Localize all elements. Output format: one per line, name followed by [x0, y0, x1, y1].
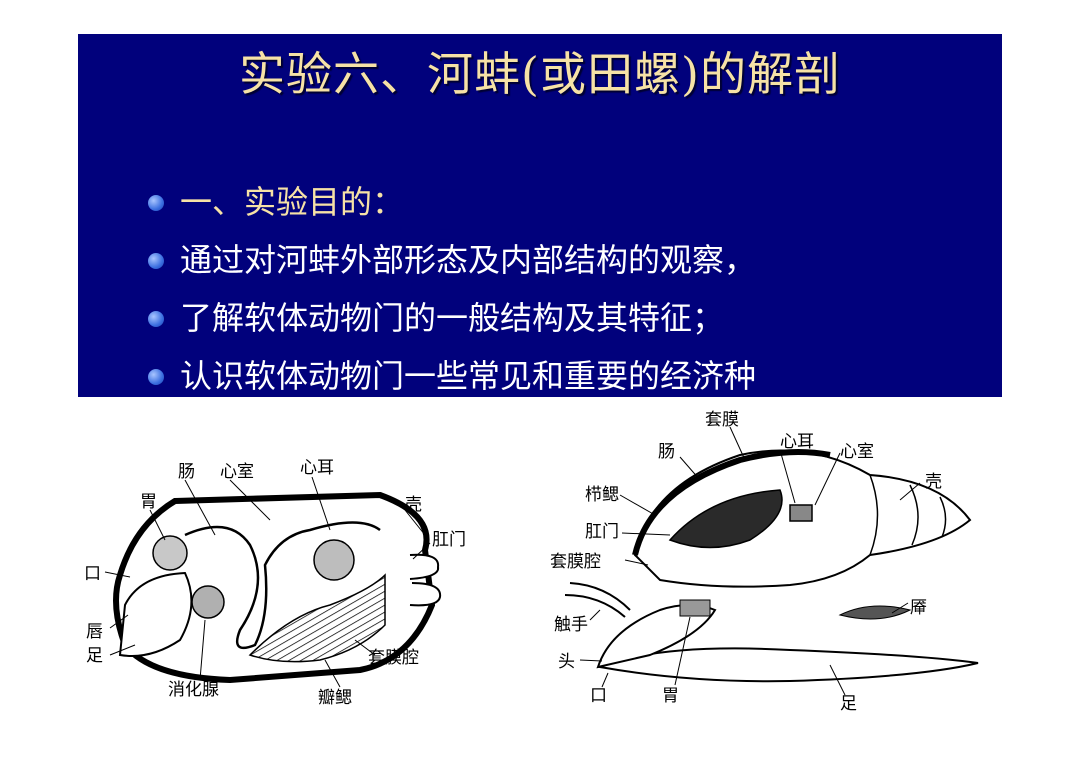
snail-comb-gill [668, 489, 783, 549]
bullet-dot-icon [148, 369, 164, 385]
label-mantle-cavity: 套膜腔 [550, 552, 601, 572]
snail-foot [596, 647, 979, 683]
label-foot: 足 [86, 646, 103, 666]
bullet-text: 通过对河蚌外部形态及内部结构的观察， [180, 241, 757, 279]
mussel-siphon [409, 553, 442, 607]
bullet-dot-icon [148, 253, 164, 269]
label-tentacle: 触手 [554, 615, 588, 635]
bullet-text: 认识软体动物门一些常见和重要的经济种 [180, 357, 757, 395]
bullet-item: 了解软体动物门的一般结构及其特征； [148, 298, 756, 356]
mussel-foot [118, 571, 193, 657]
bullet-dot-icon [148, 311, 164, 327]
label-shell: 壳 [925, 472, 942, 492]
snail-shell-whorls [869, 474, 947, 556]
slide-title-panel: 实验六、河蚌(或田螺)的解剖 一、实验目的： 通过对河蚌外部形态及内部结构的观察… [78, 34, 1002, 397]
bullet-item: 认识软体动物门一些常见和重要的经济种 [148, 356, 756, 397]
bullet-dot-icon [148, 195, 164, 211]
snail-operculum [838, 605, 912, 620]
label-atrium: 心耳 [300, 458, 334, 478]
label-operculum: 厣 [910, 598, 927, 618]
mussel-shell-outline [113, 491, 436, 684]
label-foot: 足 [840, 694, 857, 714]
mussel-stomach [152, 535, 188, 571]
label-mantle: 套膜 [705, 410, 739, 430]
label-atrium: 心耳 [780, 432, 814, 452]
label-ventricle: 心室 [840, 442, 874, 462]
label-ventricle: 心室 [220, 462, 254, 482]
label-gill: 瓣鳃 [318, 688, 352, 708]
snail-mantle [632, 448, 831, 556]
objectives-list: 一、实验目的： 通过对河蚌外部形态及内部结构的观察， 了解软体动物门的一般结构及… [148, 182, 756, 397]
bullet-item: 通过对河蚌外部形态及内部结构的观察， [148, 240, 756, 298]
bullet-item: 一、实验目的： [148, 182, 756, 240]
label-mouth: 口 [84, 564, 101, 584]
mussel-pericardium [313, 539, 355, 581]
snail-tentacle [564, 582, 631, 618]
label-anus: 肛门 [432, 530, 466, 550]
mussel-digestive-gland [191, 585, 225, 619]
mussel-anatomy-diagram: 肠 心室 心耳 胃 壳 肛门 口 唇 足 套膜腔 消化腺 瓣鳃 [80, 455, 490, 715]
label-shell: 壳 [405, 495, 422, 515]
label-labial-palp: 唇 [86, 622, 103, 642]
mussel-gill [248, 573, 386, 663]
mussel-intestine [184, 521, 381, 650]
label-stomach: 胃 [140, 492, 157, 512]
snail-heart [789, 504, 813, 522]
label-stomach: 胃 [662, 686, 679, 706]
label-head: 头 [558, 652, 575, 672]
label-comb-gill: 栉鳃 [585, 485, 619, 505]
label-anus: 肛门 [585, 522, 619, 542]
label-intestine: 肠 [178, 462, 195, 482]
bullet-text: 了解软体动物门的一般结构及其特征； [180, 299, 725, 337]
snail-anatomy-diagram: 套膜 肠 心耳 心室 壳 栉鳃 肛门 套膜腔 厣 触手 头 口 胃 足 [540, 405, 990, 715]
label-mantle-cavity: 套膜腔 [368, 648, 419, 668]
bullet-text: 一、实验目的： [180, 183, 405, 221]
label-intestine: 肠 [658, 442, 675, 462]
label-mouth: 口 [590, 686, 607, 706]
label-digestive-gland: 消化腺 [168, 680, 219, 700]
snail-stomach [679, 599, 711, 617]
slide-title: 实验六、河蚌(或田螺)的解剖 [239, 47, 841, 101]
